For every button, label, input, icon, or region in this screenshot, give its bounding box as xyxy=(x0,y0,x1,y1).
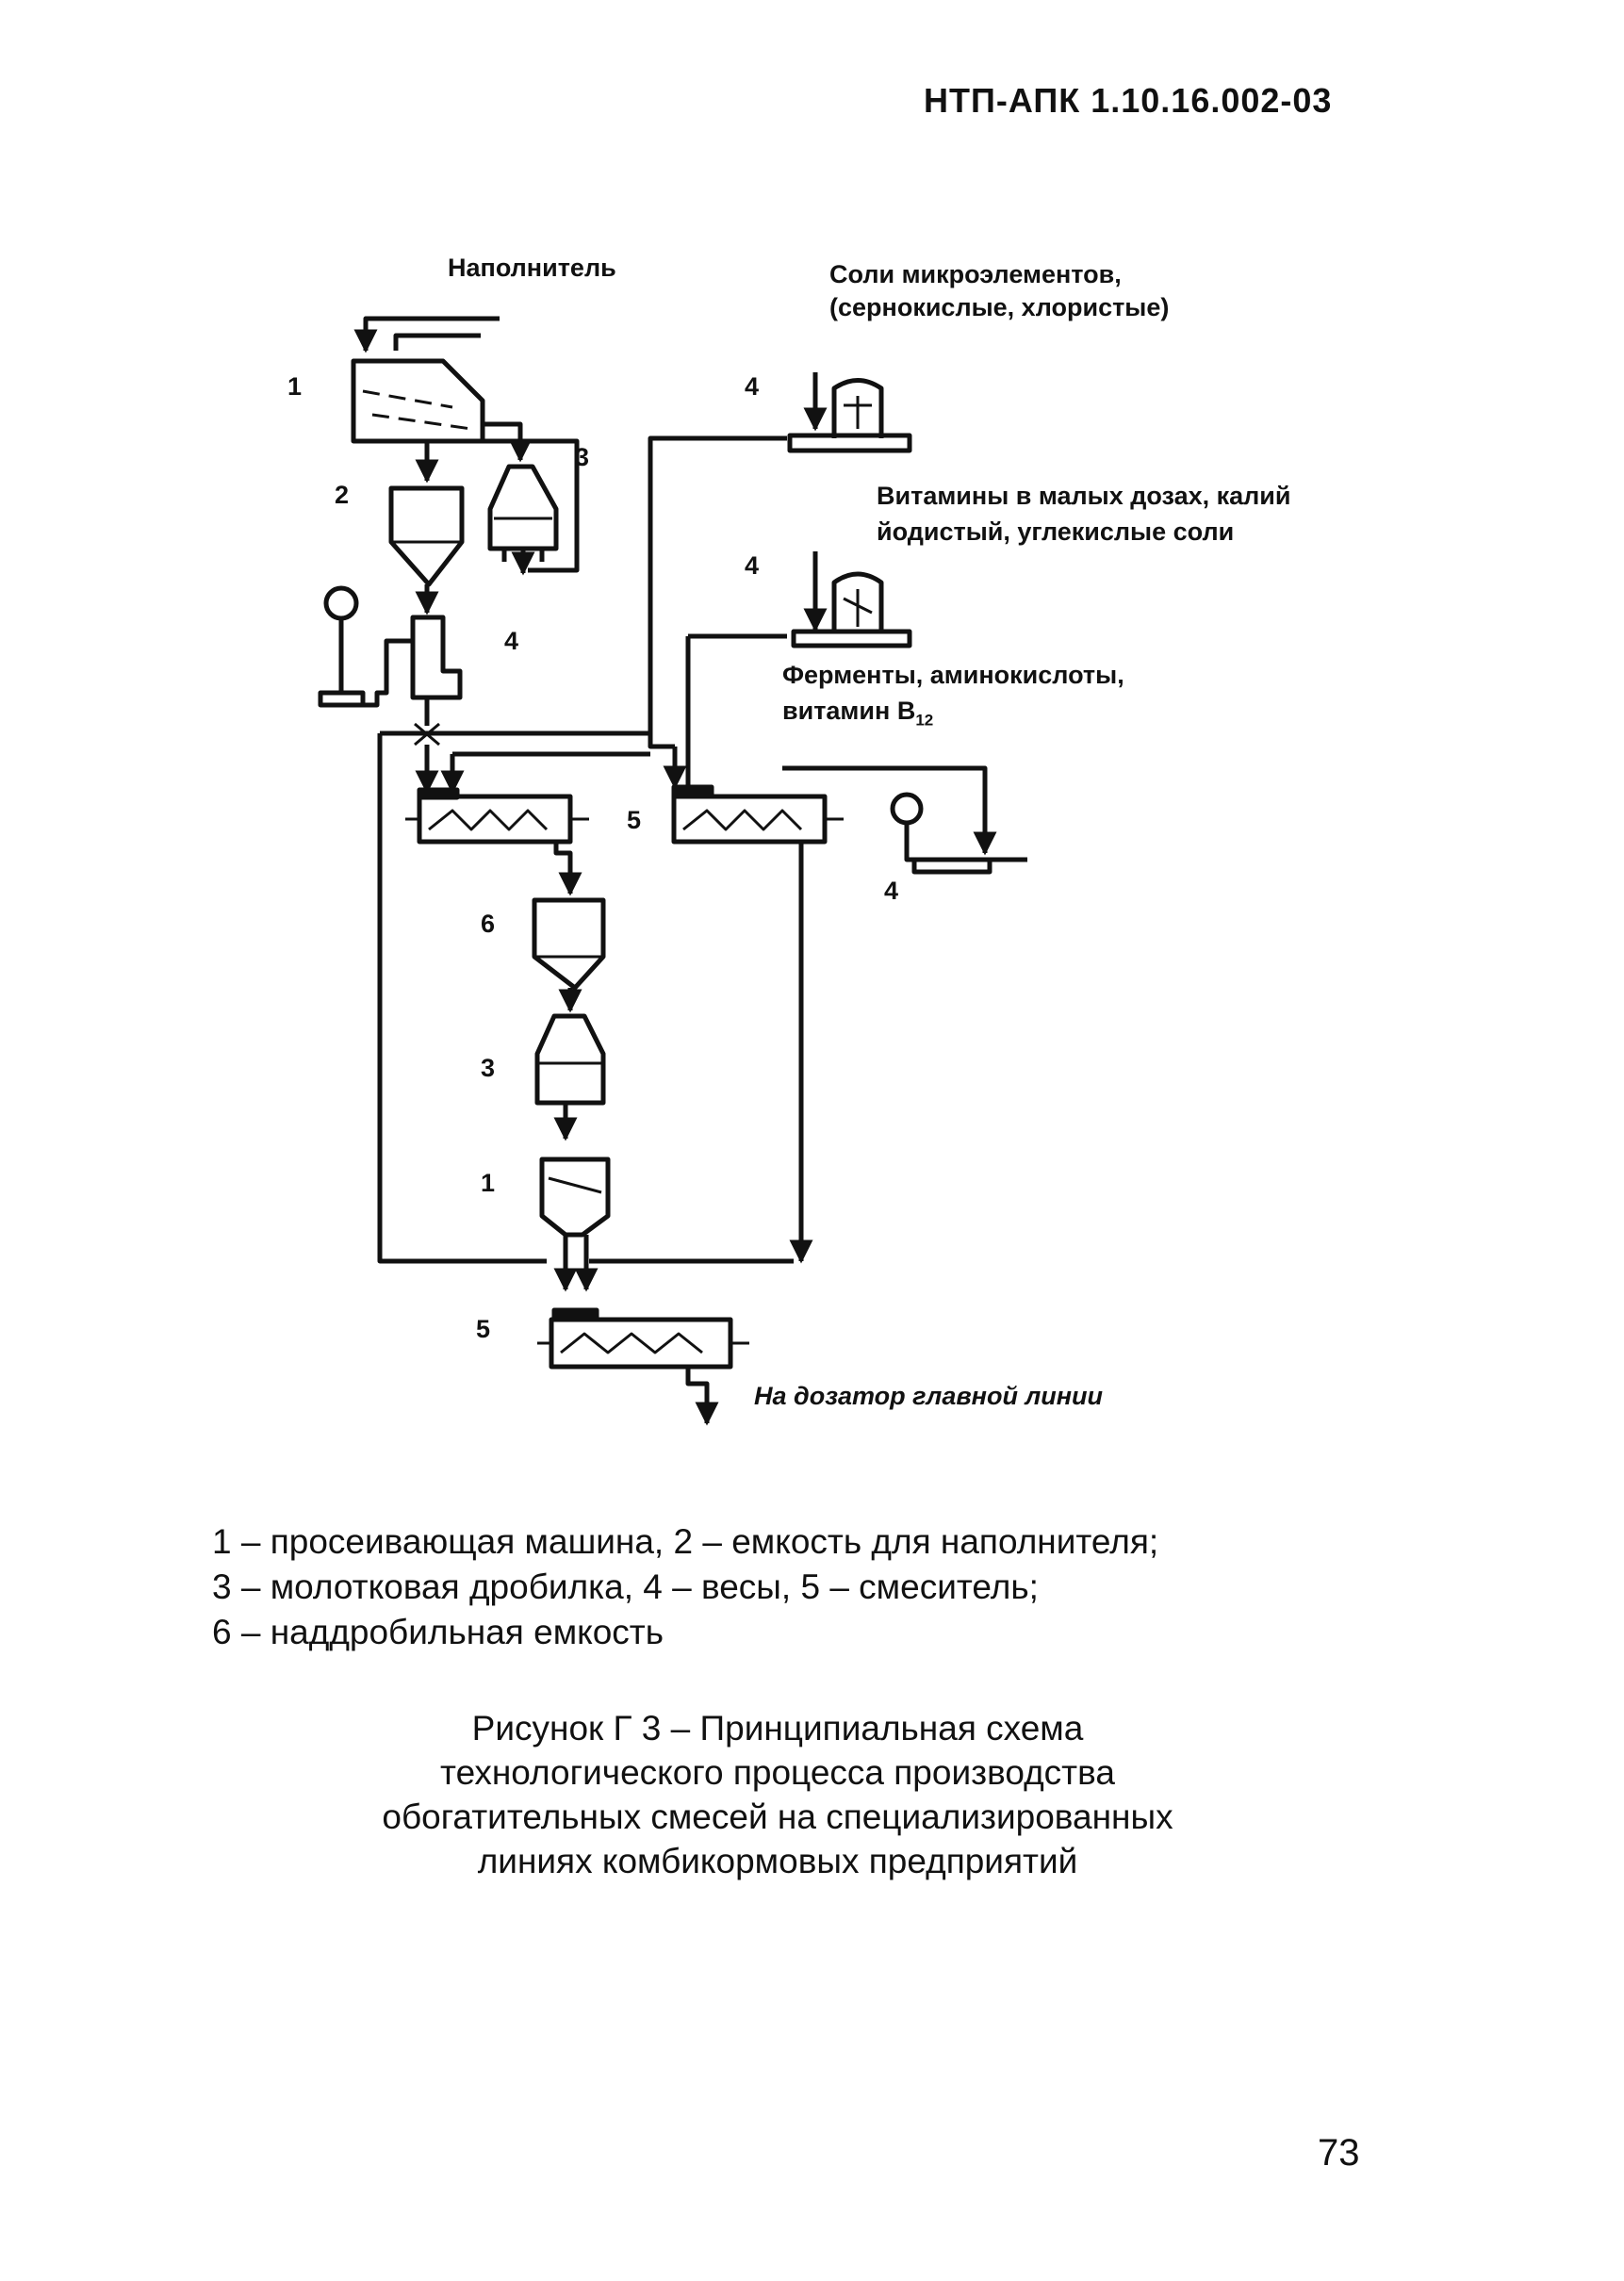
vitamins-scale xyxy=(791,551,912,648)
caption-line-1: Рисунок Г 3 – Принципиальная схема xyxy=(471,1709,1084,1748)
num-scale-filler: 4 xyxy=(504,627,519,655)
enzymes-label-2: витамин В12 xyxy=(782,697,934,730)
num-mixer-right: 5 xyxy=(627,806,642,834)
mixer-left xyxy=(405,787,589,845)
num-crusher-mid: 3 xyxy=(481,1054,496,1082)
legend-line-3: 6 – наддробильная емкость xyxy=(212,1613,664,1651)
right-scale xyxy=(782,765,1027,875)
hammer-crusher-top xyxy=(483,438,580,576)
caption-line-4: линиях комбикормовых предприятий xyxy=(477,1842,1078,1880)
main-collector-line xyxy=(380,730,675,749)
num-sifter-mid: 1 xyxy=(481,1169,496,1197)
sifting-machine-mid xyxy=(539,1157,611,1292)
legend-line-2: 3 – молотковая дробилка, 4 – весы, 5 – с… xyxy=(212,1567,1039,1606)
legend: 1 – просеивающая машина, 2 – емкость для… xyxy=(212,1519,1158,1655)
left-return-line xyxy=(377,733,547,1264)
sifting-machine-top xyxy=(351,358,485,460)
legend-line-1: 1 – просеивающая машина, 2 – емкость для… xyxy=(212,1522,1159,1561)
num-filler-bin: 2 xyxy=(335,481,350,509)
trace-salts-label-1: Соли микроэлементов, xyxy=(829,260,1122,288)
caption-line-3: обогатительных смесей на специализирован… xyxy=(382,1797,1173,1836)
figure-caption: Рисунок Г 3 – Принципиальная схема техно… xyxy=(236,1706,1320,1883)
num-scale-vitamins: 4 xyxy=(745,551,760,580)
filler-label: Наполнитель xyxy=(448,254,616,282)
trace-salts-scale xyxy=(787,372,912,453)
flow-sifter-to-crusher xyxy=(481,421,533,463)
filler-bin xyxy=(388,485,465,615)
page-number: 73 xyxy=(1318,2132,1360,2174)
num-scale-right: 4 xyxy=(884,877,899,905)
document-code-header: НТП-АПК 1.10.16.002-03 xyxy=(924,81,1333,120)
mixer-bottom xyxy=(537,1307,749,1426)
mixer-right xyxy=(671,784,844,853)
caption-line-2: технологического процесса производства xyxy=(440,1753,1115,1792)
num-prebin: 6 xyxy=(481,910,496,938)
num-mixer-bottom: 5 xyxy=(476,1315,491,1343)
num-scale-salts: 4 xyxy=(745,372,760,401)
num-sifter-top: 1 xyxy=(287,372,303,401)
trace-salts-label-2: (сернокислые, хлористые) xyxy=(829,293,1170,321)
vitamins-label-1: Витамины в малых дозах, калий xyxy=(877,482,1291,510)
num-crusher-top: 3 xyxy=(575,443,590,471)
enzymes-label-1: Ферменты, аминокислоты, xyxy=(782,661,1124,689)
pre-crusher-bin xyxy=(532,897,606,1013)
filler-scale xyxy=(318,585,463,747)
vitamins-label-2: йодистый, углекислые соли xyxy=(877,517,1235,546)
filler-input-line xyxy=(353,316,500,353)
output-label: На дозатор главной линии xyxy=(754,1382,1104,1410)
hammer-crusher-mid xyxy=(534,1013,606,1141)
